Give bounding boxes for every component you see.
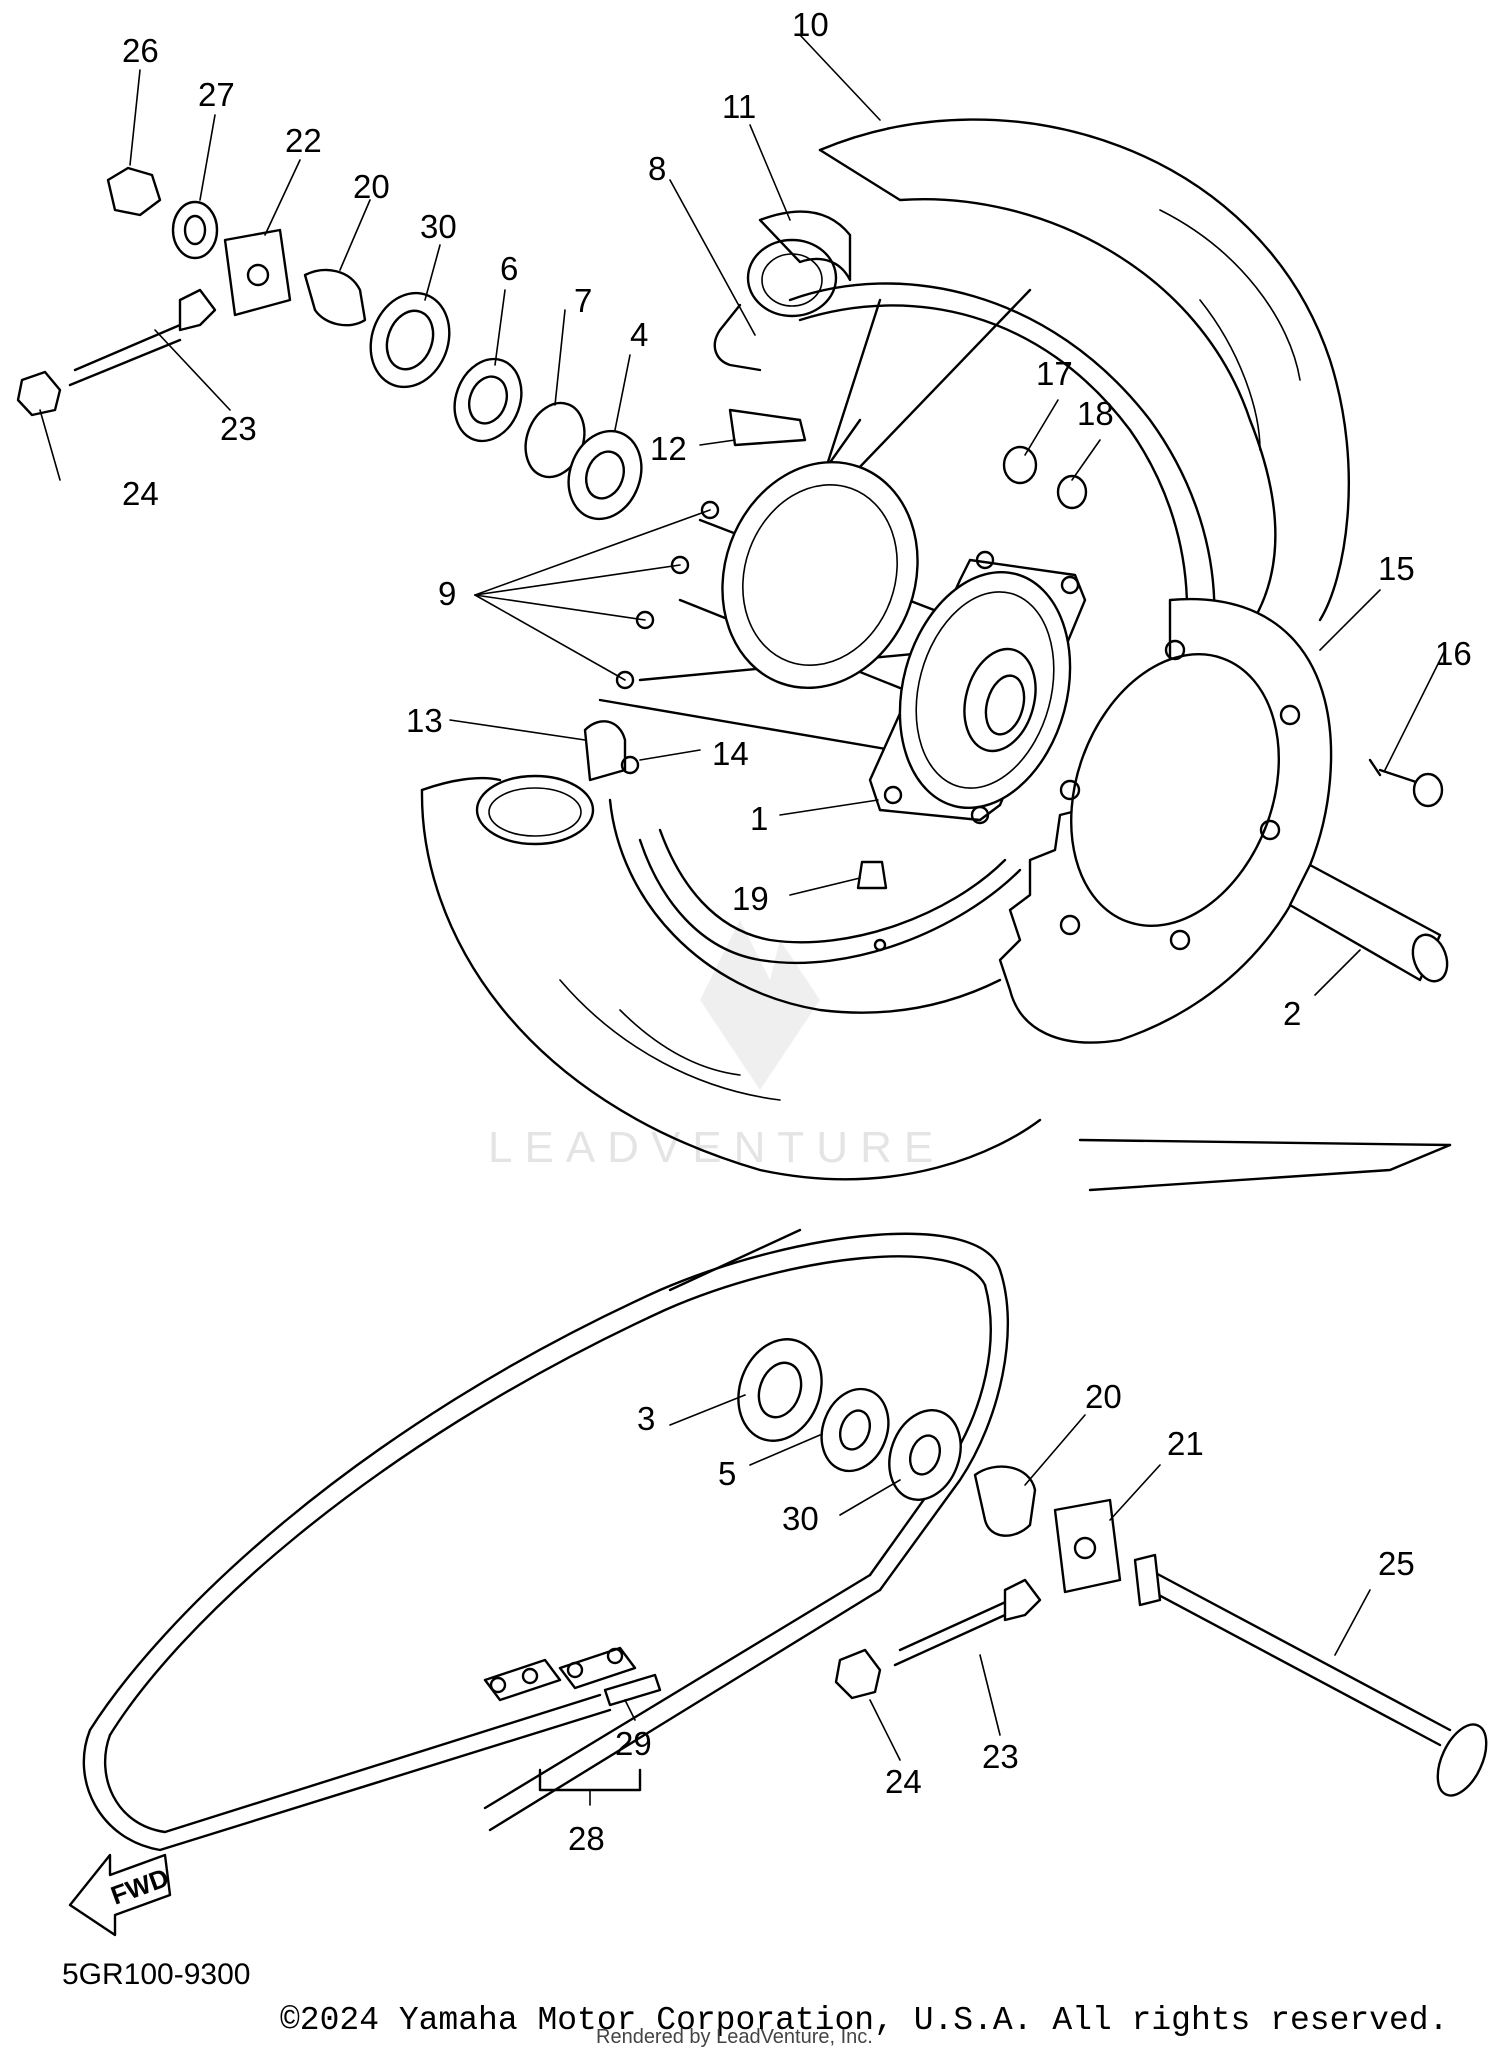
collar-drawing [1288, 863, 1449, 983]
fwd-arrow-icon: FWD [68, 1853, 173, 1937]
callout-16[interactable]: 16 [1435, 635, 1472, 672]
callout-28[interactable]: 28 [568, 1820, 605, 1857]
callout-19[interactable]: 19 [732, 880, 769, 917]
callout-26[interactable]: 26 [122, 32, 159, 69]
leadventure-watermark: LEADVENTURE [488, 920, 945, 1172]
callout-2[interactable]: 2 [1283, 995, 1301, 1032]
callout-25[interactable]: 25 [1378, 1545, 1415, 1582]
callout-24-lower[interactable]: 24 [885, 1763, 922, 1800]
tire-drawing [420, 118, 1350, 1181]
callout-22-upper[interactable]: 22 [285, 122, 322, 159]
valve-cap-drawing [856, 860, 888, 952]
callout-9[interactable]: 9 [438, 575, 456, 612]
callout-20-upper[interactable]: 20 [353, 168, 390, 205]
callout-leaders [39, 34, 1446, 1806]
callout-6[interactable]: 6 [500, 250, 518, 287]
callout-18[interactable]: 18 [1077, 395, 1114, 432]
callout-4[interactable]: 4 [630, 316, 648, 353]
callout-10[interactable]: 10 [792, 6, 829, 43]
lower-hardware-drawing [737, 1338, 1488, 1797]
upper-left-hardware-drawing [16, 166, 1444, 808]
callout-3[interactable]: 3 [637, 1400, 655, 1437]
callout-30-upper[interactable]: 30 [420, 208, 457, 245]
watermark-text: LEADVENTURE [488, 1123, 945, 1172]
callout-15[interactable]: 15 [1378, 550, 1415, 587]
chain-joint-drawing [483, 1646, 662, 1792]
chain-drawing [82, 1232, 1010, 1852]
copyright-notice: ©2024 Yamaha Motor Corporation, U.S.A. A… [280, 2002, 1449, 2039]
callout-1[interactable]: 1 [750, 800, 768, 837]
rendered-by-credit: Rendered by LeadVenture, Inc. [596, 2026, 873, 2048]
diagram-code: 5GR100-9300 [62, 1958, 251, 1991]
callout-7[interactable]: 7 [574, 282, 592, 319]
callout-27[interactable]: 27 [198, 76, 235, 113]
callout-24-upper[interactable]: 24 [122, 475, 159, 512]
callout-5[interactable]: 5 [718, 1455, 736, 1492]
callout-8[interactable]: 8 [648, 150, 666, 187]
callout-labels: 26 27 22 20 30 6 7 4 8 11 10 23 24 12 17… [122, 6, 1472, 1857]
callout-12[interactable]: 12 [650, 430, 687, 467]
callout-11[interactable]: 11 [722, 88, 756, 125]
rim-lock-drawing [583, 720, 640, 782]
callout-21[interactable]: 21 [1167, 1425, 1204, 1462]
spoke-nipples-drawing [615, 500, 720, 690]
callout-17[interactable]: 17 [1036, 355, 1073, 392]
callout-13[interactable]: 13 [406, 702, 443, 739]
sprocket-drawing [998, 597, 1333, 1044]
callout-20-lower[interactable]: 20 [1085, 1378, 1122, 1415]
callout-23-upper[interactable]: 23 [220, 410, 257, 447]
callout-14[interactable]: 14 [712, 735, 749, 772]
assembly-connector-lines [668, 1138, 1452, 1292]
callout-29[interactable]: 29 [615, 1725, 652, 1762]
tube-drawing [713, 210, 852, 447]
callout-23-lower[interactable]: 23 [982, 1738, 1019, 1775]
hub-drawing [721, 460, 1087, 825]
callout-30-lower[interactable]: 30 [782, 1500, 819, 1537]
